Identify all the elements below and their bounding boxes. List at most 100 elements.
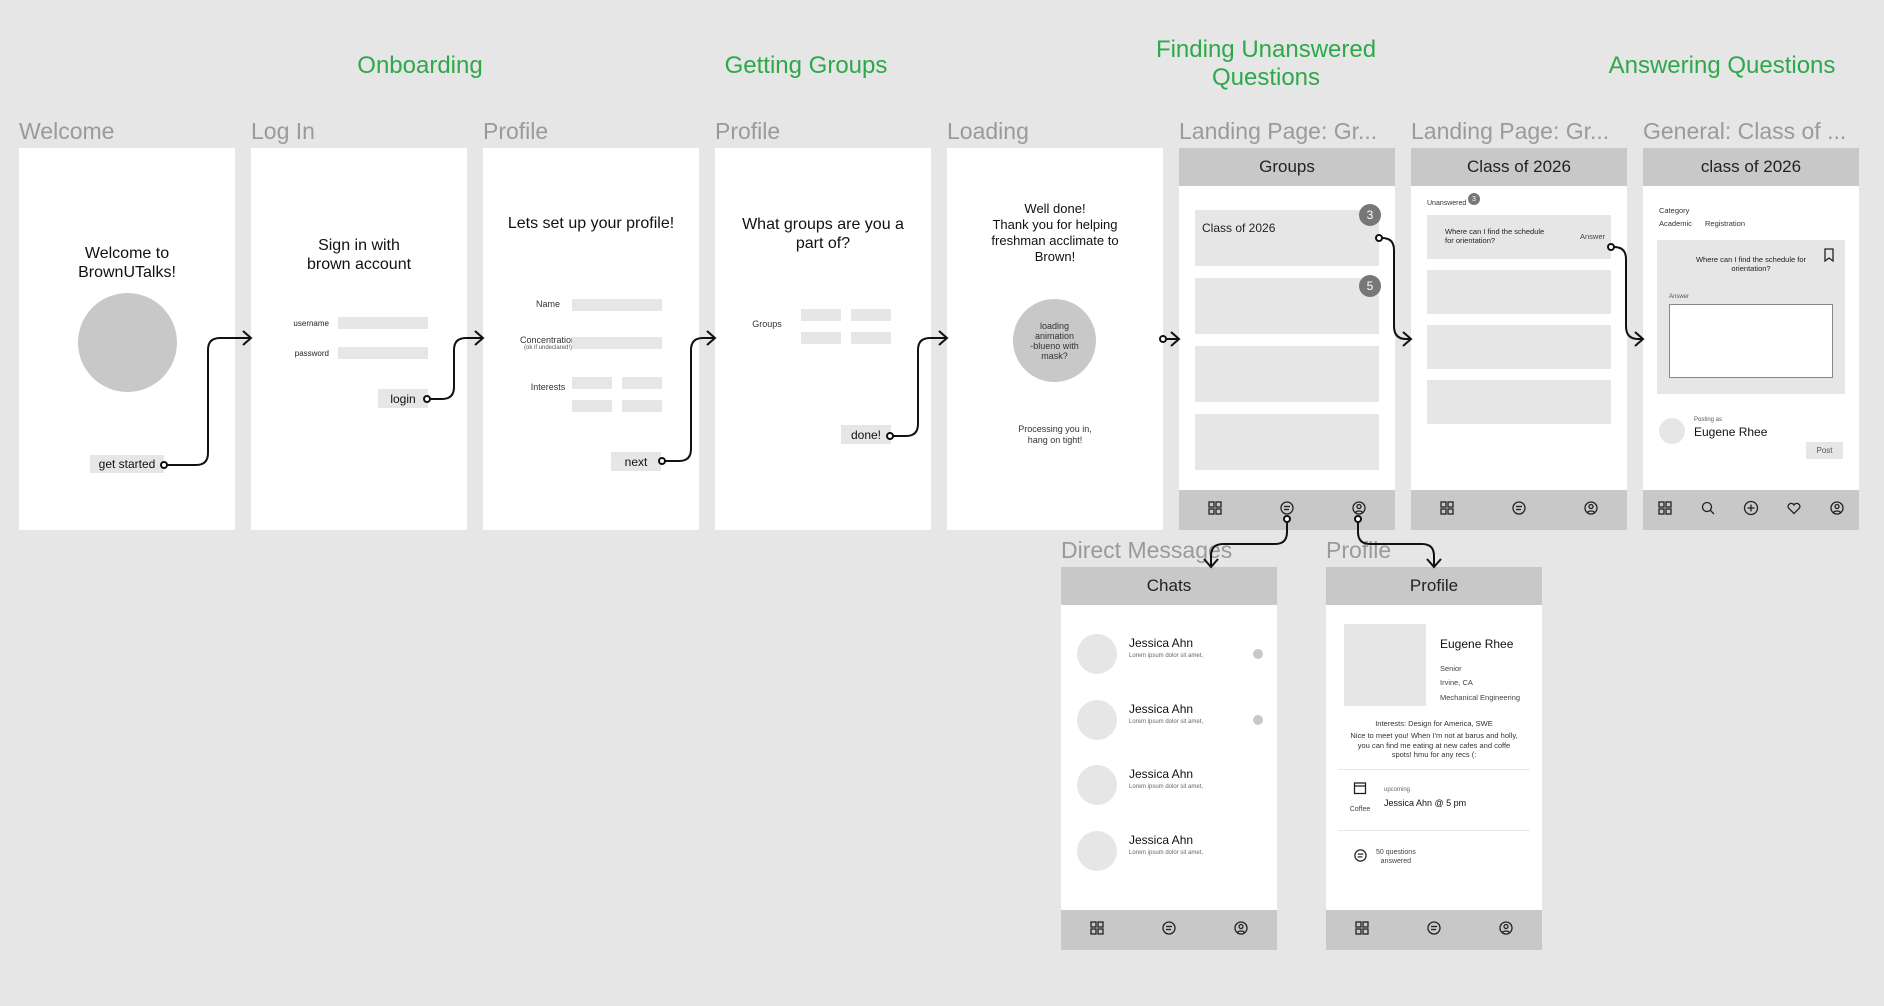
general-frame: class of 2026 Category Academic Registra… xyxy=(1643,148,1859,530)
interest-chip[interactable] xyxy=(622,400,662,412)
group-chip[interactable] xyxy=(801,332,841,344)
group-chip[interactable] xyxy=(851,332,891,344)
landing-class-frame: Class of 2026 Unanswered 3 Where can I f… xyxy=(1411,148,1627,530)
category-registration[interactable]: Registration xyxy=(1705,219,1746,228)
bookmark-icon[interactable] xyxy=(1823,248,1835,267)
answer-link[interactable]: Answer xyxy=(1579,232,1605,241)
grid-icon[interactable] xyxy=(1657,500,1673,521)
category-academic[interactable]: Academic xyxy=(1659,219,1692,228)
login-button[interactable]: login xyxy=(378,389,428,408)
heart-icon[interactable] xyxy=(1786,500,1802,521)
groups-setup-frame: What groups are you a part of? Groups do… xyxy=(715,148,931,530)
concentration-field[interactable] xyxy=(572,337,662,349)
profile-icon[interactable] xyxy=(1583,500,1599,521)
loading-animation-text: loading animation -blueno with mask? xyxy=(1030,320,1079,361)
group-card-class-2026[interactable]: Class of 2026 xyxy=(1195,210,1379,266)
chat-row[interactable]: Jessica Ahn Lorem ipsum dolor sit amet, xyxy=(1061,634,1277,684)
interest-chip[interactable] xyxy=(622,377,662,389)
frame-label-welcome: Welcome xyxy=(19,118,115,144)
chat-row[interactable]: Jessica Ahn Lorem ipsum dolor sit amet, xyxy=(1061,700,1277,750)
frame-label-general: General: Class of ... xyxy=(1643,118,1847,144)
chat-name: Jessica Ahn xyxy=(1129,702,1194,716)
question-card[interactable] xyxy=(1427,380,1611,424)
name-label: Name xyxy=(535,299,560,309)
posting-as-label: Posting as xyxy=(1694,417,1723,423)
chat-icon xyxy=(1353,848,1368,868)
answer-label: Answer xyxy=(1669,294,1690,300)
get-started-button[interactable]: get started xyxy=(90,455,164,473)
interest-chip[interactable] xyxy=(572,377,612,389)
question-card[interactable]: Where can I find the schedule for orient… xyxy=(1427,215,1611,259)
answer-textarea[interactable] xyxy=(1669,304,1833,378)
concentration-hint: (ok if undeclared!) xyxy=(523,345,573,351)
profile-major: Mechanical Engineering xyxy=(1440,693,1521,702)
frame-label-dms: Direct Messages xyxy=(1061,537,1233,563)
grid-icon[interactable] xyxy=(1354,920,1370,941)
profile-icon[interactable] xyxy=(1233,920,1249,941)
poster-name: Eugene Rhee xyxy=(1694,425,1768,439)
loading-animation: loading animation -blueno with mask? xyxy=(1013,299,1096,382)
group-card[interactable] xyxy=(1195,346,1379,402)
password-label: password xyxy=(294,349,329,358)
landing-groups-frame: Groups Class of 2026 3 5 xyxy=(1179,148,1395,530)
group-card[interactable] xyxy=(1195,278,1379,334)
chat-icon[interactable] xyxy=(1279,500,1295,521)
profile-view-header: Profile xyxy=(1326,567,1542,605)
questions-answered: 50 questions answered xyxy=(1376,849,1416,865)
logo-placeholder xyxy=(78,293,177,392)
general-title: class of 2026 xyxy=(1700,157,1802,176)
group-card-title: Class of 2026 xyxy=(1202,221,1276,235)
bottom-nav xyxy=(1061,910,1277,950)
name-field[interactable] xyxy=(572,299,662,311)
unanswered-badge: 3 xyxy=(1468,193,1480,205)
chat-icon[interactable] xyxy=(1511,500,1527,521)
password-field[interactable] xyxy=(338,347,428,359)
chat-icon[interactable] xyxy=(1161,920,1177,941)
calendar-icon xyxy=(1353,781,1367,800)
group-chip[interactable] xyxy=(851,309,891,321)
unread-dot xyxy=(1253,649,1263,659)
login-frame: Sign in with brown account username pass… xyxy=(251,148,467,530)
post-button[interactable]: Post xyxy=(1806,442,1843,459)
avatar xyxy=(1077,831,1117,871)
bottom-nav xyxy=(1326,910,1542,950)
chat-preview: Lorem ipsum dolor sit amet, xyxy=(1129,850,1204,856)
chat-preview: Lorem ipsum dolor sit amet, xyxy=(1129,719,1204,725)
add-icon[interactable] xyxy=(1743,500,1759,521)
notification-badge: 5 xyxy=(1359,275,1381,297)
section-title-finding: Finding Unanswered Questions xyxy=(1155,36,1377,91)
profile-icon[interactable] xyxy=(1829,500,1845,521)
chat-row[interactable]: Jessica Ahn Lorem ipsum dolor sit amet, xyxy=(1061,831,1277,881)
profile-icon[interactable] xyxy=(1498,920,1514,941)
unanswered-tab[interactable]: Unanswered xyxy=(1427,200,1467,207)
chat-preview: Lorem ipsum dolor sit amet, xyxy=(1129,653,1204,659)
loading-frame: Well done! Thank you for helping freshma… xyxy=(947,148,1163,530)
grid-icon[interactable] xyxy=(1439,500,1455,521)
interest-chip[interactable] xyxy=(572,400,612,412)
chat-name: Jessica Ahn xyxy=(1129,636,1194,650)
profile-view-frame: Profile Eugene Rhee Senior Irvine, CA Me… xyxy=(1326,567,1542,950)
chat-icon[interactable] xyxy=(1426,920,1442,941)
grid-icon[interactable] xyxy=(1207,500,1223,521)
next-button[interactable]: next xyxy=(611,452,661,471)
question-card[interactable] xyxy=(1427,325,1611,369)
group-card[interactable] xyxy=(1195,414,1379,470)
group-chip[interactable] xyxy=(801,309,841,321)
loading-footer: Processing you in, hang on tight! xyxy=(1018,424,1092,445)
profile-year: Senior xyxy=(1440,664,1462,673)
done-button[interactable]: done! xyxy=(841,425,891,444)
grid-icon[interactable] xyxy=(1089,920,1105,941)
upcoming-event: Jessica Ahn @ 5 pm xyxy=(1384,798,1467,808)
avatar xyxy=(1077,765,1117,805)
bottom-nav xyxy=(1179,490,1395,530)
search-icon[interactable] xyxy=(1700,500,1716,521)
chat-row[interactable]: Jessica Ahn Lorem ipsum dolor sit amet, xyxy=(1061,765,1277,815)
general-question-text: Where can I find the schedule for orient… xyxy=(1695,255,1807,273)
profile-bio: Nice to meet you! When I'm not at barus … xyxy=(1350,731,1518,759)
profile-icon[interactable] xyxy=(1351,500,1367,521)
bottom-nav xyxy=(1643,490,1859,530)
profile-view-title: Profile xyxy=(1409,576,1459,595)
question-card[interactable] xyxy=(1427,270,1611,314)
coffee-label: Coffee xyxy=(1349,806,1371,813)
username-field[interactable] xyxy=(338,317,428,329)
